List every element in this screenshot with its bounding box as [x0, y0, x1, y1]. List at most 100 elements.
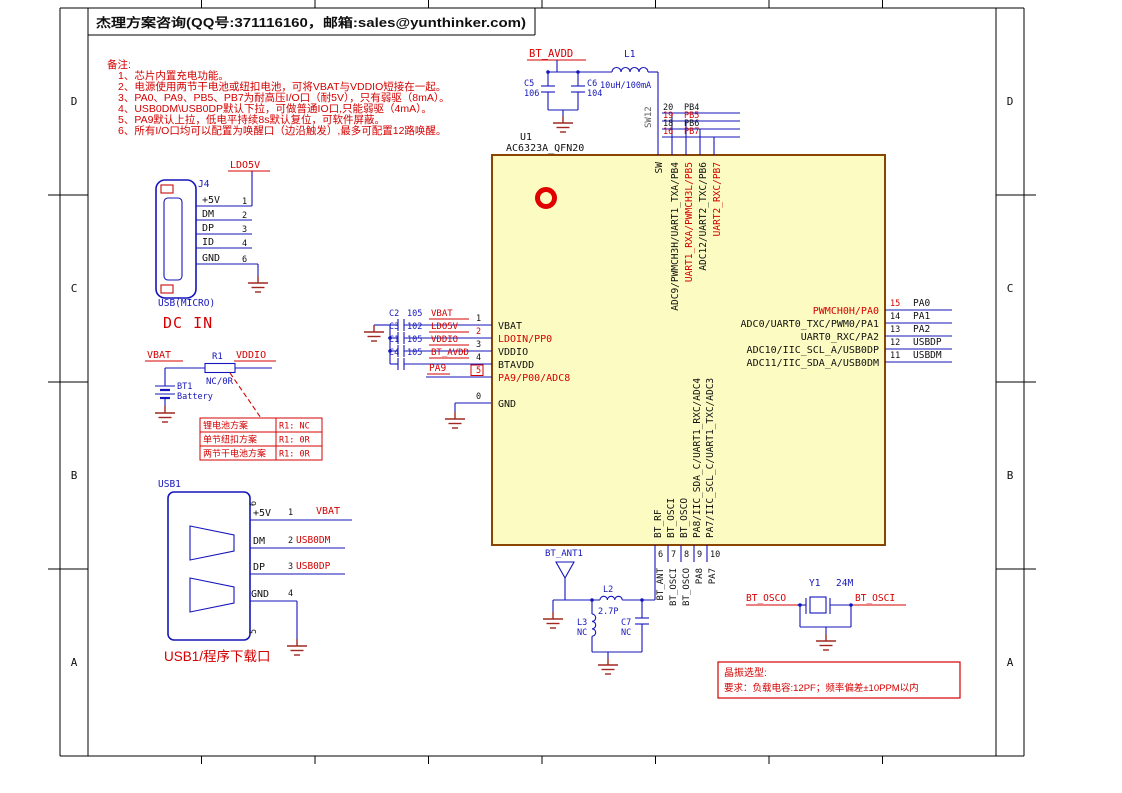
- value-c5: 106: [524, 89, 539, 99]
- pin-number: 4: [242, 239, 247, 249]
- ground-symbol: [815, 633, 837, 651]
- net-label-vddio: VDDIO: [236, 350, 266, 361]
- ground-symbol: [597, 657, 619, 675]
- refdes-c4: C4: [389, 348, 399, 358]
- chip-u1: U1 AC6323A_QFN20 1 2 3 4 5 0 VBAT LDOIN/…: [470, 72, 952, 606]
- usb1-connector: USB1 +5V DM DP GND 1 2 3 4 VBAT USB0DM U…: [158, 479, 352, 664]
- pin-number-shell: 5: [249, 629, 259, 634]
- connector-key-bottom: [160, 284, 174, 294]
- pin-number: 9: [697, 550, 702, 560]
- refdes-c7: C7: [621, 618, 631, 628]
- pin-label: +5V: [253, 508, 271, 519]
- zone-letter: D: [1007, 95, 1014, 108]
- pin-number: 12: [890, 338, 900, 348]
- refdes-l3: L3: [577, 618, 587, 628]
- pin-number: 3: [476, 340, 481, 350]
- pin-name: PA7/IIC_SCL_C/UART1_TXC/ADC3: [705, 378, 716, 538]
- pin-label: DP: [202, 223, 214, 234]
- pin-name: ADC9/PWMCH3H/UART1_TXA/PB4: [670, 162, 681, 311]
- pin-number: 1: [288, 508, 293, 518]
- pin-number: 2: [476, 327, 481, 337]
- ground-symbol: [542, 611, 564, 629]
- connector-caption: USB(MICRO): [158, 298, 215, 309]
- note-line: 3、PA0、PA9、PB5、PB7为耐高压I/O口（耐5V），只有弱驱（8mA）…: [118, 91, 450, 104]
- pin-name: PWMCH0H/PA0: [813, 306, 879, 317]
- note-line: 4、USB0DM\USB0DP默认下拉，可做普通IO口,只能弱驱（4mA）。: [118, 102, 432, 115]
- pin-label: GND: [202, 253, 220, 264]
- pin-number: 4: [476, 353, 481, 363]
- value-y1: 24M: [836, 578, 853, 589]
- net-label: BT_OSCO: [682, 568, 692, 606]
- value-c1: 105: [407, 335, 422, 345]
- pin-number: 8: [684, 550, 689, 560]
- pin-number: 10: [710, 550, 720, 560]
- value-c7: NC: [621, 628, 631, 638]
- ground-symbol: [247, 275, 269, 293]
- antenna-icon: [555, 561, 575, 580]
- pin-name: UART2_RXC/PB7: [712, 162, 723, 236]
- pin-number: 16: [663, 127, 673, 137]
- value-l2: 2.7P: [598, 607, 618, 617]
- net-label: LDO5V: [431, 322, 459, 332]
- refdes-c2: C2: [389, 309, 399, 319]
- pin-number: 7: [671, 550, 676, 560]
- pin-name: LDOIN/PP0: [498, 334, 552, 345]
- pin-label: DP: [253, 562, 265, 573]
- pin-number: 1: [476, 314, 481, 324]
- net-label: VDDIO: [431, 335, 458, 345]
- value-l1: 10uH/100mA: [600, 81, 651, 91]
- pin-name: BT_OSCO: [679, 498, 690, 538]
- pin-number-shell: 6: [249, 501, 259, 506]
- ground-symbol: [286, 638, 308, 656]
- net-label: PB5: [684, 111, 699, 121]
- table-cell-value: R1: NC: [279, 422, 310, 432]
- pin5-highlight-box: [470, 364, 484, 376]
- pin-number: 20: [663, 103, 673, 113]
- value-c3: 102: [407, 322, 422, 332]
- usb-micro-symbol: [155, 179, 197, 299]
- refdes-c5: C5: [524, 79, 534, 89]
- table-cell-value: R1: 0R: [279, 436, 311, 446]
- refdes-y1: Y1: [809, 578, 821, 589]
- pin-name: UART0_RXC/PA2: [801, 332, 879, 343]
- net-label-usb0dm: USB0DM: [296, 535, 331, 546]
- pin-name: ADC12/UART2_TXC/PB6: [698, 162, 709, 271]
- power-filter-section: BT_AVDD C5 106 C6 104 L1 10uH/100mA: [524, 48, 658, 133]
- ground-symbol: [552, 115, 574, 133]
- pin-name: GND: [498, 399, 516, 410]
- net-label-btosco: BT_OSCO: [746, 593, 786, 604]
- refdes-r1: R1: [212, 352, 223, 362]
- pin-number: 1: [242, 197, 247, 207]
- chip-marker-dot: [535, 187, 557, 209]
- refdes-c1: C1: [389, 335, 399, 345]
- crystal-note-title: 晶振选型:: [724, 666, 767, 679]
- pin-number: 13: [890, 325, 900, 335]
- value-l3: NC: [577, 628, 587, 638]
- refdes-bt-ant1: BT_ANT1: [545, 549, 583, 559]
- pin-name: PA8/IIC_SDA_C/UART1_RXC/ADC4: [692, 378, 703, 538]
- pin-name: BT_RF: [653, 509, 664, 538]
- crystal-note-box: [717, 661, 961, 699]
- refdes-j4: J4: [198, 179, 210, 190]
- net-label: BT_AVDD: [431, 348, 469, 358]
- net-label: PB7: [684, 127, 699, 137]
- refdes-l2: L2: [603, 585, 613, 595]
- zone-letter: B: [1007, 469, 1014, 482]
- note-line: 2、电源使用两节干电池或纽扣电池，可将VBAT与VDDIO短接在一起。: [118, 80, 446, 93]
- pin-number: 11: [890, 351, 900, 361]
- pin-number: 4: [288, 589, 293, 599]
- chip-refdes: U1: [520, 132, 532, 143]
- pin-label: DM: [253, 536, 265, 547]
- net-label: VBAT: [431, 309, 453, 319]
- zone-letter: C: [1007, 282, 1014, 295]
- note-line: 6、所有I/O口均可以配置为唤醒口（边沿触发）,最多可配置12路唤醒。: [118, 124, 446, 137]
- refdes-l1: L1: [624, 49, 636, 60]
- net-label-vbat-usb1: VBAT: [316, 506, 340, 517]
- pin-name: VBAT: [498, 321, 522, 332]
- battery-section: VBAT VDDIO R1 NC/0R BT1 Battery: [145, 350, 276, 423]
- pin-name: ADC10/IIC_SCL_A/USB0DP: [747, 345, 879, 356]
- value-c4: 105: [407, 348, 422, 358]
- value-r1: NC/0R: [206, 377, 234, 387]
- pin-label: GND: [251, 589, 269, 600]
- pin-number: 18: [663, 119, 673, 129]
